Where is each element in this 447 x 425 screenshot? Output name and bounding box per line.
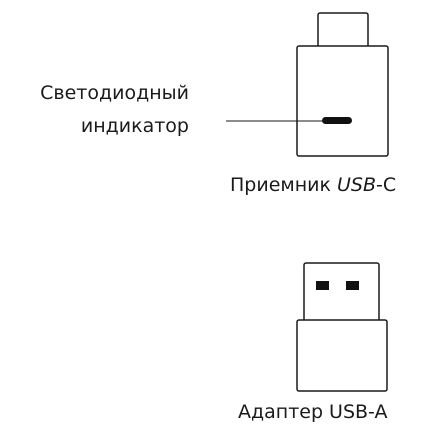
- receiver-connector-tip: [317, 12, 369, 48]
- adapter-contact-right-icon: [346, 281, 359, 290]
- receiver-caption-prefix: Приемник: [230, 174, 338, 196]
- led-label-line2: индикатор: [80, 115, 189, 137]
- led-indicator-icon: [322, 117, 352, 124]
- adapter-caption: Адаптер USB-A: [238, 401, 388, 423]
- usb-a-adapter: [296, 262, 388, 392]
- receiver-caption-suffix: -C: [376, 174, 397, 196]
- adapter-contact-left-icon: [316, 281, 329, 290]
- adapter-plug: [303, 262, 380, 322]
- usb-c-receiver: [296, 12, 389, 157]
- receiver-body: [296, 45, 389, 157]
- led-label-line1: Светодиодный: [40, 82, 189, 104]
- receiver-caption-usb: USB: [337, 174, 377, 196]
- receiver-caption: Приемник USB-C: [230, 176, 396, 195]
- adapter-body: [296, 319, 388, 392]
